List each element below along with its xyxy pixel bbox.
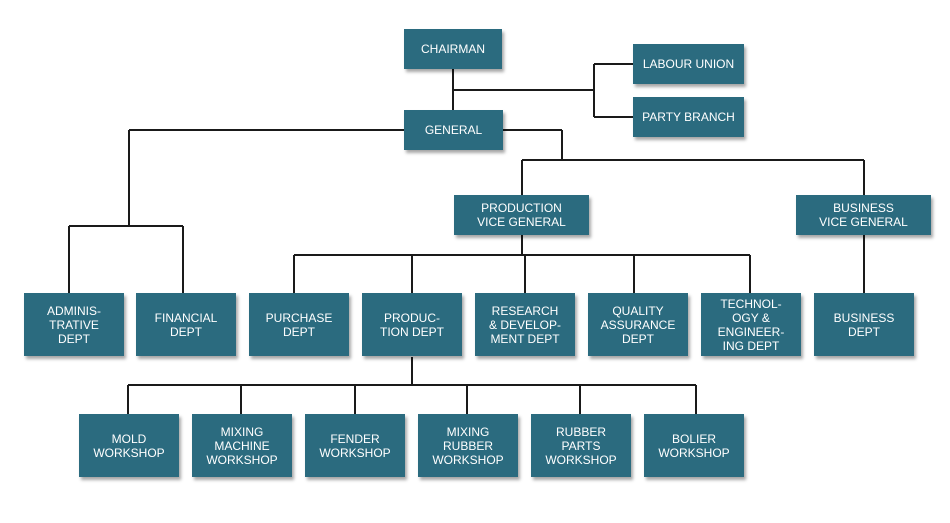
business-vice-line-1: BUSINESS bbox=[833, 201, 894, 215]
production-dept-box: PRODUC- TION DEPT bbox=[362, 293, 462, 356]
technology-line-1: TECHNOL- bbox=[720, 296, 782, 311]
fender-line-1: FENDER bbox=[330, 431, 380, 446]
general-box: GENERAL bbox=[404, 110, 503, 150]
quality-line-3: DEPT bbox=[621, 331, 654, 346]
purchase-dept-box: PURCHASE DEPT bbox=[249, 293, 349, 356]
mold-line-2: WORKSHOP bbox=[93, 445, 165, 460]
research-dept-box: RESEARCH & DEVELOP- MENT DEPT bbox=[475, 293, 575, 356]
general-label: GENERAL bbox=[424, 123, 483, 137]
mixing-rubber-line-1: MIXING bbox=[446, 424, 490, 439]
admin-line-3: DEPT bbox=[57, 331, 90, 346]
research-line-3: MENT DEPT bbox=[490, 331, 560, 346]
purchase-line-1: PURCHASE bbox=[265, 310, 333, 325]
rubber-parts-line-1: RUBBER bbox=[555, 424, 606, 439]
mixing-machine-line-1: MIXING bbox=[220, 424, 264, 439]
rubber-parts-line-2: PARTS bbox=[561, 438, 601, 453]
party-branch-label: PARTY BRANCH bbox=[642, 110, 735, 124]
rubber-parts-line-3: WORKSHOP bbox=[545, 452, 617, 467]
production-dept-line-1: PRODUC- bbox=[383, 310, 440, 325]
mixing-machine-workshop-box: MIXING MACHINE WORKSHOP bbox=[192, 414, 292, 477]
business-vice-general-box: BUSINESS VICE GENERAL bbox=[796, 195, 931, 235]
bolier-line-1: BOLIER bbox=[671, 431, 716, 446]
financial-dept-box: FINANCIAL DEPT bbox=[136, 293, 236, 356]
technology-line-3: ENGINEER- bbox=[717, 324, 785, 339]
technology-line-2: OGY & bbox=[732, 310, 770, 325]
production-dept-line-2: TION DEPT bbox=[379, 324, 444, 339]
business-dept-line-2: DEPT bbox=[847, 324, 880, 339]
chairman-box: CHAIRMAN bbox=[404, 29, 502, 69]
fender-workshop-box: FENDER WORKSHOP bbox=[305, 414, 405, 477]
production-vice-line-1: PRODUCTION bbox=[481, 201, 562, 215]
fender-line-2: WORKSHOP bbox=[319, 445, 391, 460]
quality-line-2: ASSURANCE bbox=[600, 317, 676, 332]
business-dept-box: BUSINESS DEPT bbox=[814, 293, 914, 356]
mixing-machine-line-2: MACHINE bbox=[214, 438, 270, 453]
technology-line-4: ING DEPT bbox=[722, 338, 780, 353]
bolier-workshop-box: BOLIER WORKSHOP bbox=[644, 414, 744, 477]
mold-line-1: MOLD bbox=[111, 431, 147, 446]
party-branch-box: PARTY BRANCH bbox=[633, 97, 744, 137]
admin-line-1: ADMINIS- bbox=[47, 303, 101, 318]
business-dept-line-1: BUSINESS bbox=[833, 310, 895, 325]
chairman-label: CHAIRMAN bbox=[420, 42, 485, 56]
quality-line-1: QUALITY bbox=[612, 303, 664, 318]
bolier-line-2: WORKSHOP bbox=[658, 445, 730, 460]
quality-dept-box: QUALITY ASSURANCE DEPT bbox=[588, 293, 688, 356]
business-vice-line-2: VICE GENERAL bbox=[819, 215, 908, 229]
technology-dept-box: TECHNOL- OGY & ENGINEER- ING DEPT bbox=[701, 293, 801, 356]
mold-workshop-box: MOLD WORKSHOP bbox=[79, 414, 179, 477]
mixing-rubber-workshop-box: MIXING RUBBER WORKSHOP bbox=[418, 414, 518, 477]
production-vice-general-box: PRODUCTION VICE GENERAL bbox=[454, 195, 589, 235]
financial-line-2: DEPT bbox=[169, 324, 202, 339]
labour-union-label: LABOUR UNION bbox=[642, 57, 735, 71]
mixing-rubber-line-2: RUBBER bbox=[442, 438, 493, 453]
admin-line-2: TRATIVE bbox=[49, 317, 99, 332]
labour-union-box: LABOUR UNION bbox=[633, 44, 744, 84]
research-line-2: & DEVELOP- bbox=[488, 317, 562, 332]
mixing-rubber-line-3: WORKSHOP bbox=[432, 452, 504, 467]
mixing-machine-line-3: WORKSHOP bbox=[206, 452, 278, 467]
production-vice-line-2: VICE GENERAL bbox=[477, 215, 566, 229]
financial-line-1: FINANCIAL bbox=[154, 310, 218, 325]
purchase-line-2: DEPT bbox=[282, 324, 315, 339]
research-line-1: RESEARCH bbox=[491, 303, 559, 318]
rubber-parts-workshop-box: RUBBER PARTS WORKSHOP bbox=[531, 414, 631, 477]
administrative-dept-box: ADMINIS- TRATIVE DEPT bbox=[24, 293, 124, 356]
